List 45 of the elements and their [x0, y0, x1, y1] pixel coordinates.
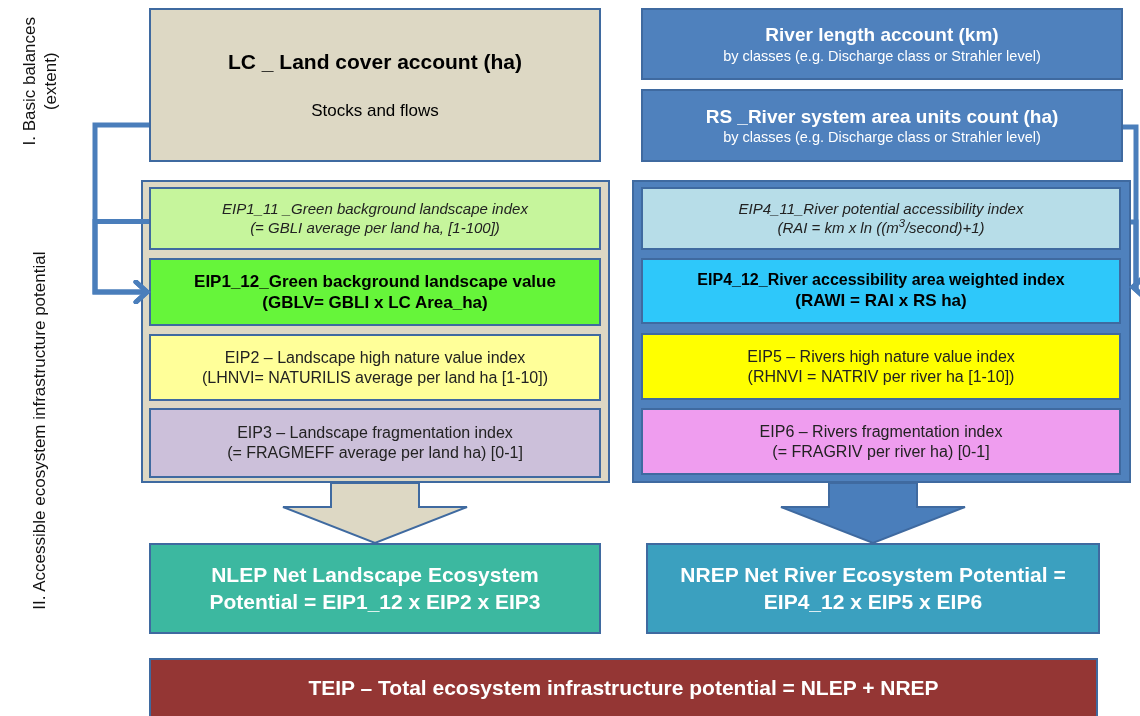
index-box [149, 408, 601, 478]
index-box [641, 333, 1121, 400]
index-box [641, 187, 1121, 250]
arrow [92, 219, 150, 305]
box-subtitle: Stocks and flows [311, 99, 439, 121]
index-formula: (LHNVI= NATURILIS average per land ha [1-10]) [201, 367, 549, 388]
result-box [149, 543, 601, 634]
index-title: EIP1_11 _Green background landscape index [222, 199, 528, 219]
index-box [149, 258, 601, 326]
box-title: River length account (km) [765, 23, 999, 47]
index-box [641, 258, 1121, 324]
index-formula: (= FRAGMEFF average per land ha) [0-1] [227, 443, 523, 463]
account-box [641, 89, 1123, 162]
index-box [641, 408, 1121, 475]
box-subtitle: by classes (e.g. Discharge class or Strahler level) [723, 46, 1041, 65]
block-arrow [780, 482, 966, 545]
panel-background [141, 180, 610, 483]
index-title: TEIP – Total ecosystem infrastructure potential = NLEP + NREP [308, 674, 939, 701]
box-subtitle: by classes (e.g. Discharge class or Strahler level) [723, 128, 1041, 147]
section-label: I. Basic balances (extent) [18, 16, 61, 148]
result-box [149, 658, 1098, 716]
index-title: EIP1_12_Green background landscape value [194, 270, 556, 292]
index-formula: (RAWI = RAI x RS ha) [795, 290, 967, 312]
panel-background [632, 180, 1131, 483]
result-box [646, 543, 1100, 634]
box-title: RS _River system area units count (ha) [705, 104, 1059, 129]
index-title: EIP4_12_River accessibility area weighted index [697, 270, 1065, 291]
index-formula: (RAI = km x ln ((m$^{3}$/second)+1) [777, 218, 985, 238]
index-title: NLEP Net Landscape Ecosystem Potential = EIP1_12 x EIP2 x EIP3 [208, 562, 542, 615]
index-formula: (GBLV= GBLI x LC Area_ha) [262, 292, 488, 314]
index-formula: (RHNVI = NATRIV per river ha [1-10]) [747, 366, 1015, 387]
index-title: EIP3 – Landscape fragmentation index [237, 423, 513, 443]
index-title: EIP6 – Rivers fragmentation index [759, 421, 1003, 442]
index-title: EIP5 – Rivers high nature value index [747, 346, 1015, 367]
index-title: NREP Net River Ecosystem Potential = EIP4_12 x EIP5 x EIP6 [679, 562, 1067, 615]
index-formula: (= GBLI average per land ha, [1-100]) [250, 218, 500, 238]
index-formula: (= FRAGRIV per river ha) [0-1] [772, 441, 990, 462]
index-title: EIP4_11_River potential accessibility index [738, 199, 1024, 219]
index-box [149, 334, 601, 401]
index-title: EIP2 – Landscape high nature value index [224, 347, 526, 368]
index-box [149, 187, 601, 250]
block-arrow [282, 482, 468, 545]
box-title: LC _ Land cover account (ha) [227, 49, 523, 76]
account-box [641, 8, 1123, 80]
account-box [149, 8, 601, 162]
